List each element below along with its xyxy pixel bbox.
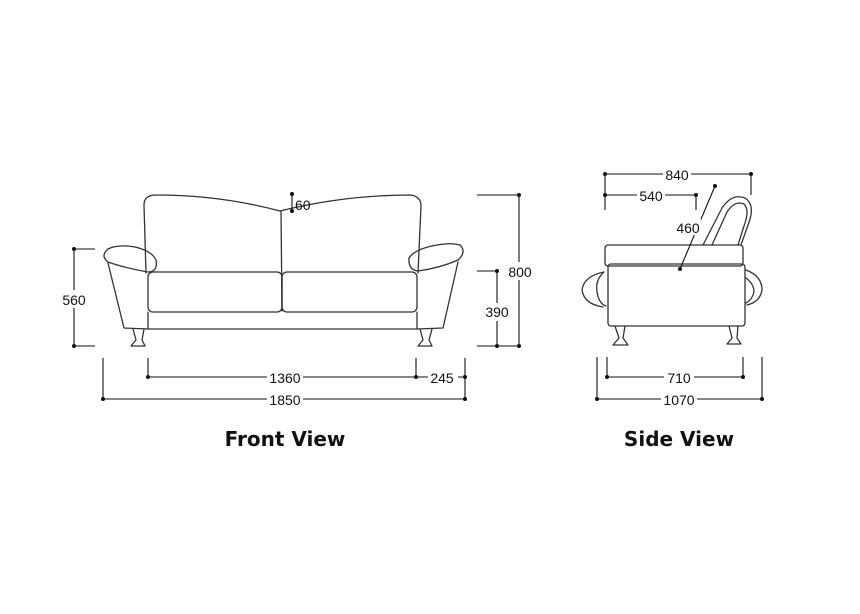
left-arm-body (107, 262, 149, 330)
dim-back-dip: 60 (295, 197, 311, 213)
backrest (143, 194, 422, 274)
dim-total-width: 1850 (269, 392, 300, 408)
side-view-dimensions: 840 540 460 710 1070 (595, 166, 764, 408)
right-arm-body (416, 261, 459, 330)
side-back-leg (726, 325, 742, 345)
dim-seat-height: 390 (485, 304, 509, 320)
right-arm-pad (408, 243, 464, 272)
side-backrest (702, 196, 752, 246)
dim-arm-height: 560 (62, 292, 86, 308)
side-view-drawing (581, 196, 763, 346)
dim-total-depth: 1070 (663, 392, 694, 408)
left-leg (130, 328, 146, 347)
side-view-title: Side View (623, 427, 735, 451)
center-seam (280, 210, 283, 312)
front-view-title: Front View (224, 427, 346, 451)
right-seat-cushion (281, 271, 418, 313)
sofa-base (147, 311, 418, 330)
front-view-drawing (103, 194, 464, 347)
dim-arm-width: 245 (430, 370, 454, 386)
dim-total-depth-top: 840 (665, 167, 689, 183)
dim-total-height: 800 (508, 264, 532, 280)
side-seat-top (604, 244, 744, 267)
left-seat-cushion (147, 271, 283, 313)
dim-seat-depth-top: 540 (639, 188, 663, 204)
left-arm-pad (103, 245, 157, 273)
front-view-dimensions: 60 560 800 390 1360 245 1850 (58, 192, 533, 408)
dim-seat-depth: 460 (676, 220, 700, 236)
dim-leg-span: 710 (667, 370, 691, 386)
side-right-arm-curve (745, 269, 763, 306)
dim-seat-width: 1360 (269, 370, 300, 386)
right-leg (417, 328, 433, 347)
side-body (607, 263, 746, 327)
side-left-arm-curve (581, 271, 607, 308)
side-front-leg (612, 325, 629, 346)
